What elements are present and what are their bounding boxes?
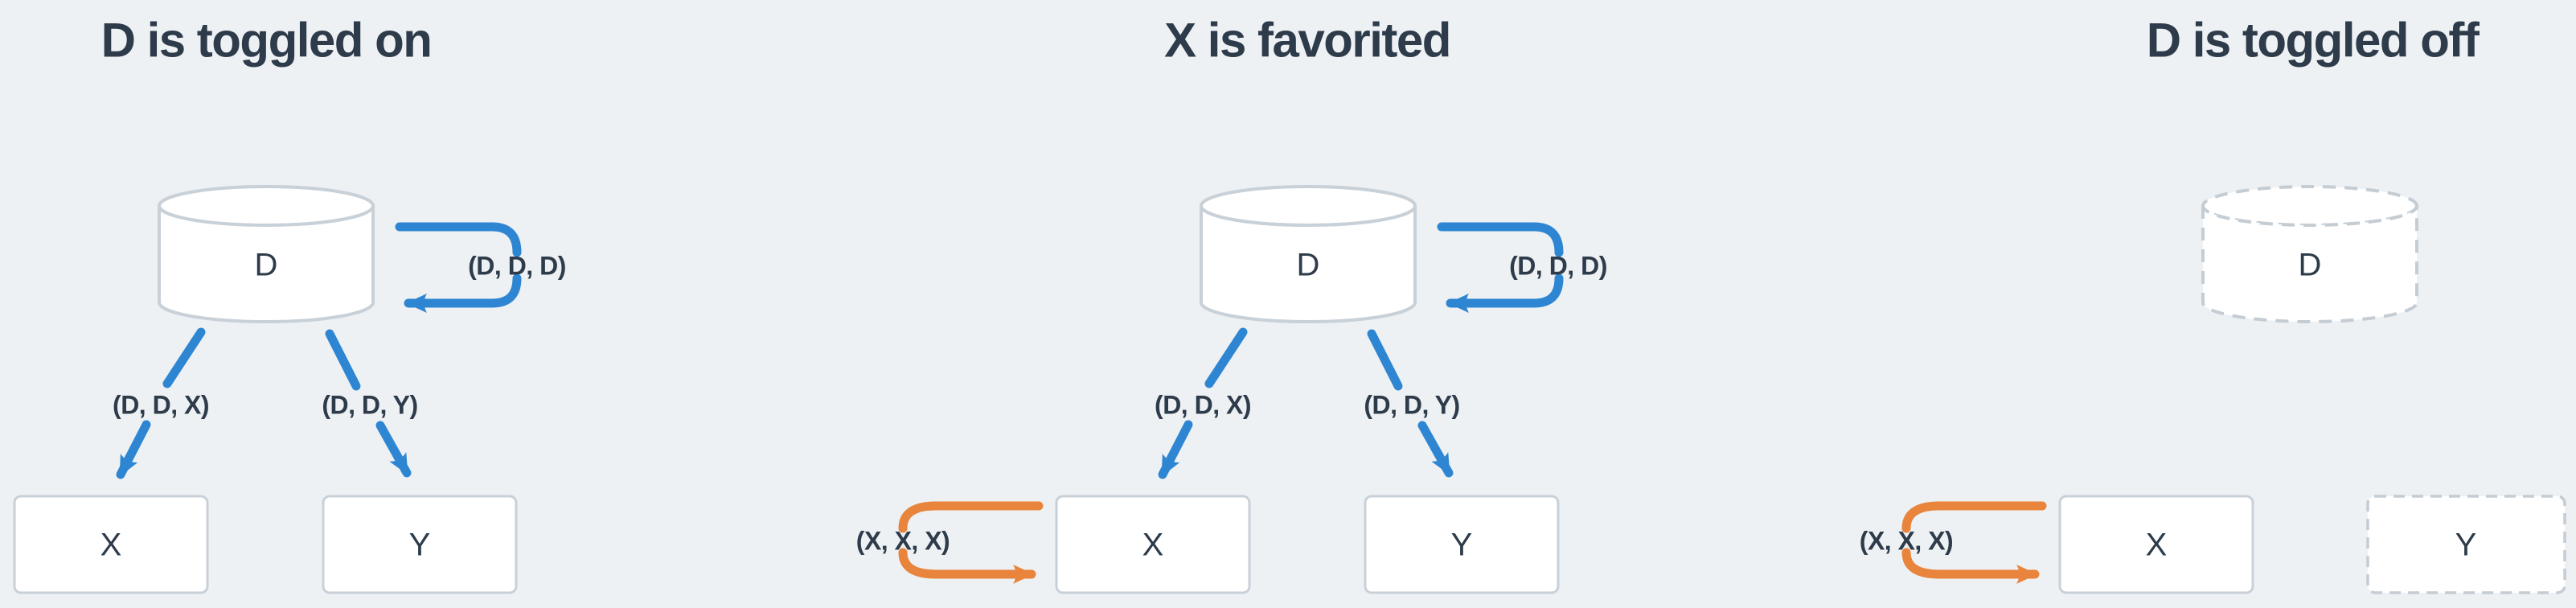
d-self-loop-arrow	[1437, 222, 1564, 313]
database-cylinder-d-disabled	[2201, 185, 2418, 323]
database-cylinder-d	[1200, 185, 1417, 323]
box-x-label: X	[2145, 527, 2168, 563]
box-y-label: Y	[2455, 527, 2477, 563]
box-x-label: X	[100, 527, 122, 563]
panel-2-title: X is favorited	[1164, 13, 1451, 68]
box-y-label: Y	[1450, 527, 1473, 563]
edge-d-to-y-label: (D, D, Y)	[1364, 390, 1460, 420]
node-box-y-disabled	[2366, 495, 2566, 594]
x-self-loop-arrow	[898, 501, 1044, 584]
box-y-label: Y	[408, 527, 431, 563]
d-self-loop-arrow	[395, 222, 522, 313]
panel-3-title: D is toggled off	[2146, 13, 2480, 68]
edge-d-to-y-arrow	[325, 329, 412, 478]
cylinder-d-label: D	[2298, 247, 2322, 283]
edge-d-to-y-label: (D, D, Y)	[322, 390, 418, 420]
box-x-label: X	[1142, 527, 1164, 563]
edge-d-to-x-label: (D, D, X)	[1155, 390, 1251, 420]
edge-d-to-y-arrow	[1367, 329, 1454, 478]
x-self-loop-label: (X, X, X)	[1859, 526, 1954, 556]
node-box-x	[2058, 495, 2254, 594]
database-cylinder-d	[158, 185, 375, 323]
d-self-loop-label: (D, D, D)	[468, 251, 566, 281]
cylinder-d-label: D	[254, 247, 278, 283]
edge-d-to-x-arrow	[1158, 327, 1248, 479]
x-self-loop-arrow	[1901, 501, 2047, 584]
panel-2-shapes	[898, 185, 1564, 594]
d-self-loop-label: (D, D, D)	[1509, 251, 1607, 281]
panel-1-title: D is toggled on	[100, 13, 433, 68]
x-self-loop-label: (X, X, X)	[855, 526, 950, 556]
panel-3-shapes	[1901, 185, 2566, 594]
node-box-x	[13, 495, 209, 594]
node-box-y	[1364, 495, 1560, 594]
node-box-x	[1055, 495, 1251, 594]
edge-d-to-x-label: (D, D, X)	[113, 390, 209, 420]
cylinder-d-label: D	[1296, 247, 1320, 283]
panel-1-shapes	[13, 185, 522, 594]
edge-d-to-x-arrow	[116, 327, 206, 479]
node-box-y	[322, 495, 518, 594]
